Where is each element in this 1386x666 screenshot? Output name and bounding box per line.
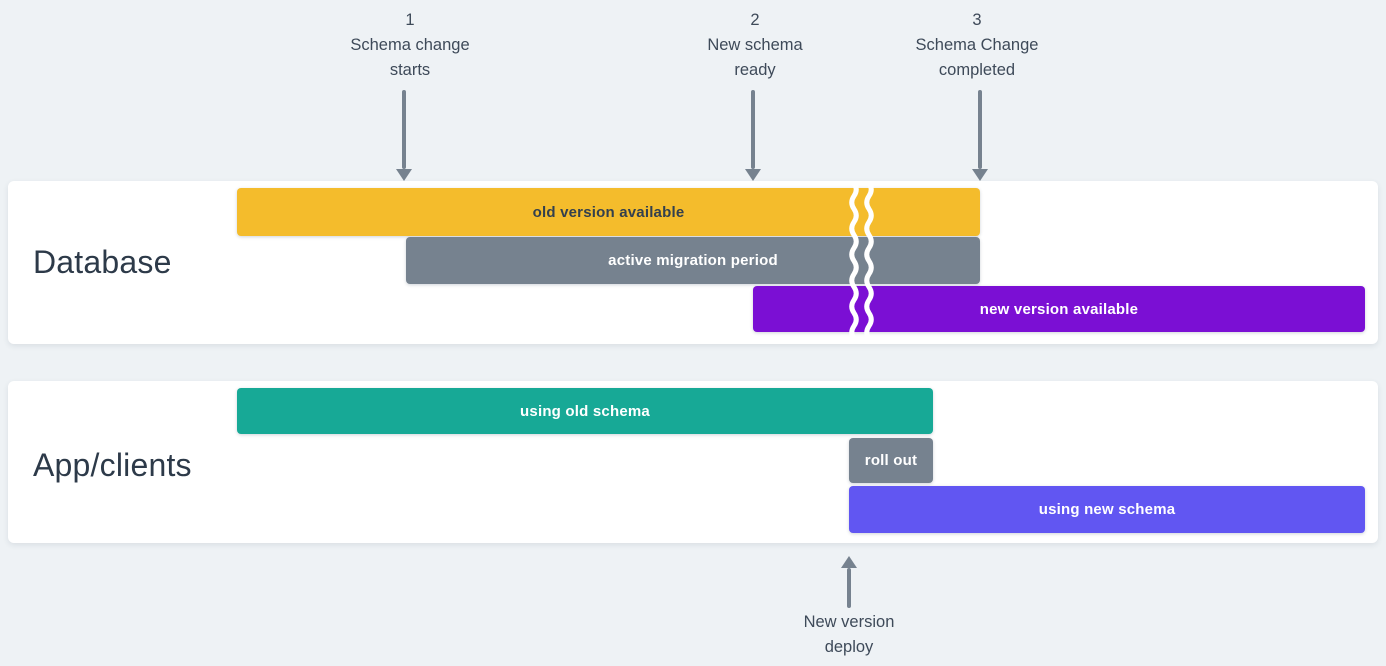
database-row-label: Database (33, 244, 172, 280)
arrow-down-icon (396, 169, 412, 181)
bar-label: active migration period (608, 252, 778, 269)
bar-roll-out: roll out (849, 438, 933, 483)
arrow-up-icon (847, 568, 851, 608)
arrow-down-icon (402, 90, 406, 169)
bar-label: using new schema (1038, 501, 1176, 518)
deploy-label-line1: New version (803, 613, 895, 631)
event-marker-1: 1 Schema change starts (300, 8, 520, 83)
schema-cutover-squiggle-icon (849, 183, 874, 339)
bar-label: old version available (532, 203, 685, 221)
marker-label-line2: ready (734, 61, 776, 79)
marker-label-line1: Schema change (350, 36, 470, 54)
event-marker-3: 3 Schema Change completed (867, 8, 1087, 83)
bar-label: roll out (864, 452, 918, 469)
marker-number: 2 (750, 11, 760, 29)
marker-label-line2: starts (389, 61, 431, 79)
arrow-down-icon (972, 169, 988, 181)
bar-using-new-schema: using new schema (849, 486, 1365, 533)
marker-number: 1 (405, 11, 415, 29)
arrow-down-icon (978, 90, 982, 169)
deploy-marker: New version deploy (739, 610, 959, 660)
marker-label-line1: Schema Change (915, 36, 1039, 54)
arrow-down-icon (745, 169, 761, 181)
marker-label-line1: New schema (707, 36, 803, 54)
bar-label: new version available (979, 300, 1139, 318)
marker-number: 3 (972, 11, 982, 29)
arrow-up-icon (841, 556, 857, 568)
arrow-down-icon (751, 90, 755, 169)
app-clients-row-label: App/clients (33, 447, 192, 483)
marker-label-line2: completed (938, 61, 1016, 79)
event-marker-2: 2 New schema ready (645, 8, 865, 83)
bar-label: using old schema (520, 402, 650, 420)
bar-active-migration-period: active migration period (406, 237, 980, 284)
bar-using-old-schema: using old schema (237, 388, 933, 434)
deploy-label-line2: deploy (824, 638, 874, 656)
